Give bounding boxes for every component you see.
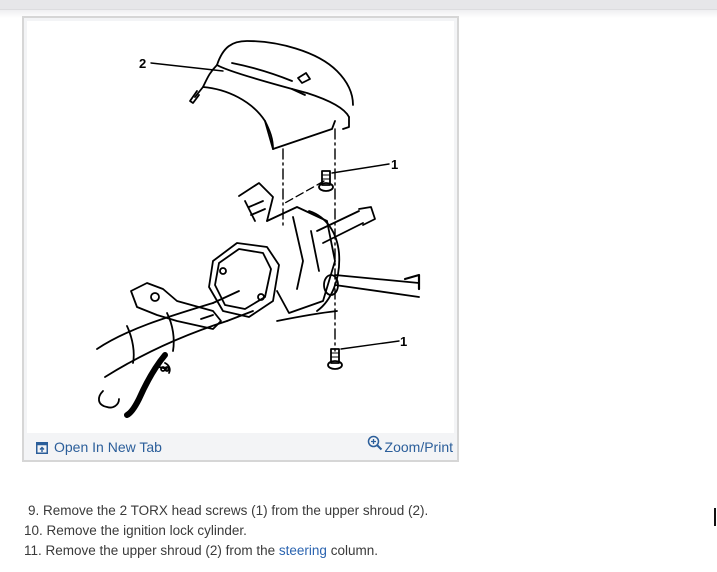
- open-in-new-tab-icon: [36, 441, 48, 454]
- figure-footer: Open In New Tab Zoom/Print: [24, 434, 457, 460]
- browser-top-bar: [0, 0, 717, 10]
- diagram-image: 2 1 1: [27, 21, 454, 433]
- callout-1-upper: 1: [391, 157, 398, 172]
- upper-shroud-part: [189, 40, 354, 150]
- instruction-steps: 9. Remove the 2 TORX head screws (1) fro…: [24, 501, 428, 561]
- steering-link[interactable]: steering: [278, 543, 327, 558]
- open-in-new-tab-link[interactable]: Open In New Tab: [36, 439, 162, 455]
- callout-2: 2: [139, 56, 146, 71]
- zoom-print-link[interactable]: Zoom/Print: [367, 435, 453, 455]
- text-cursor: [714, 508, 716, 526]
- torx-screw-lower: [327, 348, 343, 370]
- steering-column-diagram: 2 1 1: [96, 40, 421, 418]
- zoom-print-label: Zoom/Print: [384, 439, 453, 455]
- torx-screw-upper: [318, 170, 334, 192]
- callout-1-lower: 1: [400, 334, 407, 349]
- diagram-figure: 2 1 1 Open In New Tab: [22, 16, 459, 462]
- open-in-new-tab-label: Open In New Tab: [54, 439, 162, 455]
- step-9: 9. Remove the 2 TORX head screws (1) fro…: [28, 503, 429, 518]
- step-11: 11. Remove the upper shroud (2) from the…: [24, 543, 378, 558]
- top-shadow: [0, 10, 717, 18]
- step-10: 10. Remove the ignition lock cylinder.: [24, 523, 247, 538]
- zoom-in-icon: [367, 435, 383, 451]
